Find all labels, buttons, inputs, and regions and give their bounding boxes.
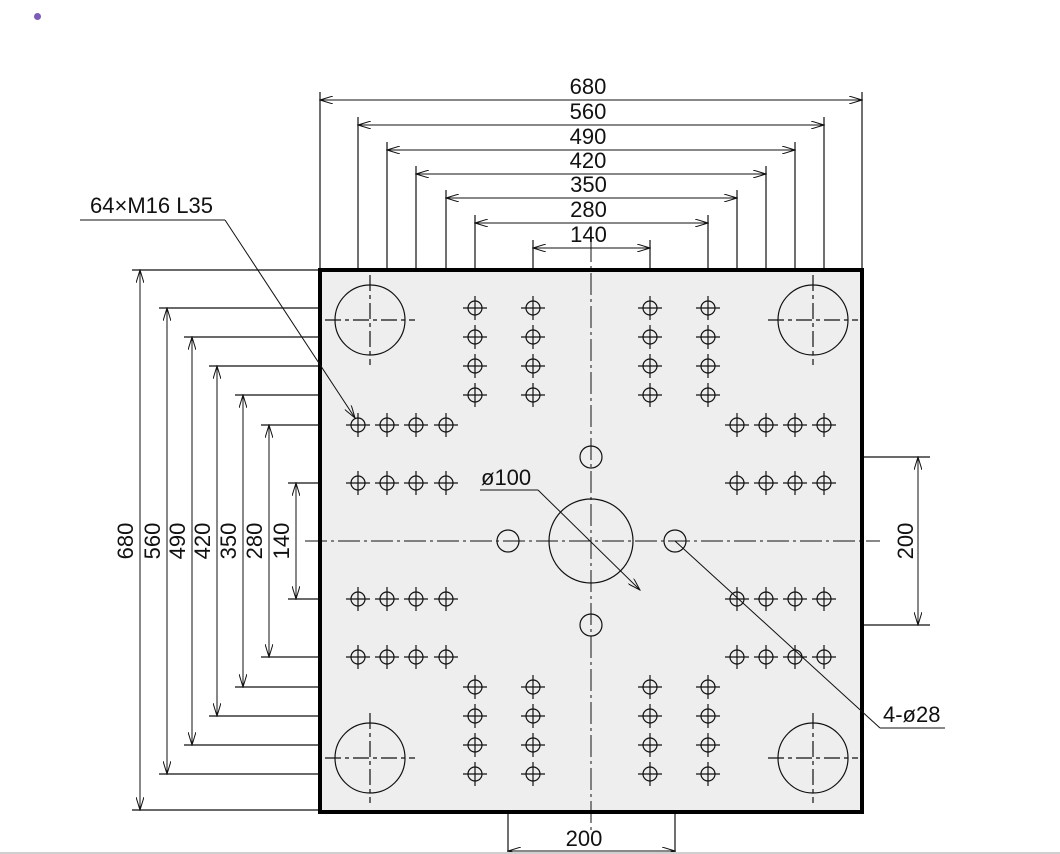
dimension-label-top: 140: [570, 222, 607, 247]
callout-leader: [537, 489, 640, 590]
dimension-label-left: 280: [242, 523, 267, 560]
dimension-label-top: 490: [570, 124, 607, 149]
dimension-label-bottom: 200: [566, 826, 603, 851]
center-hole-circle: [548, 498, 634, 584]
dimension-label-left: 420: [190, 523, 215, 560]
page-marker-dot: [34, 13, 41, 20]
ring-hole-circle: [496, 529, 520, 553]
dimension-label-top: 420: [570, 148, 607, 173]
callout-tapped-holes: 64×M16 L35: [90, 193, 213, 218]
dimension-label-left: 350: [216, 523, 241, 560]
dimension-label-top: 680: [570, 74, 607, 99]
callout-leader: [224, 219, 355, 418]
dimension-label-right: 200: [893, 523, 918, 560]
page-bottom-border: [0, 852, 1060, 854]
platen-outline: [318, 268, 864, 814]
ring-hole-circle: [579, 445, 603, 469]
dimension-label-top: 560: [570, 99, 607, 124]
ring-hole-circle: [579, 613, 603, 637]
callout-ring-holes: 4-ø28: [883, 702, 940, 727]
ring-hole-circle: [663, 529, 687, 553]
dimension-label-top: 350: [570, 172, 607, 197]
dimension-label-left: 680: [113, 523, 138, 560]
callout-center-hole: ø100: [481, 465, 531, 490]
dimension-label-top: 280: [570, 197, 607, 222]
dimension-label-left: 560: [140, 523, 165, 560]
dimension-label-left: 140: [269, 523, 294, 560]
callout-leader: [674, 540, 881, 729]
dimension-label-left: 490: [165, 523, 190, 560]
